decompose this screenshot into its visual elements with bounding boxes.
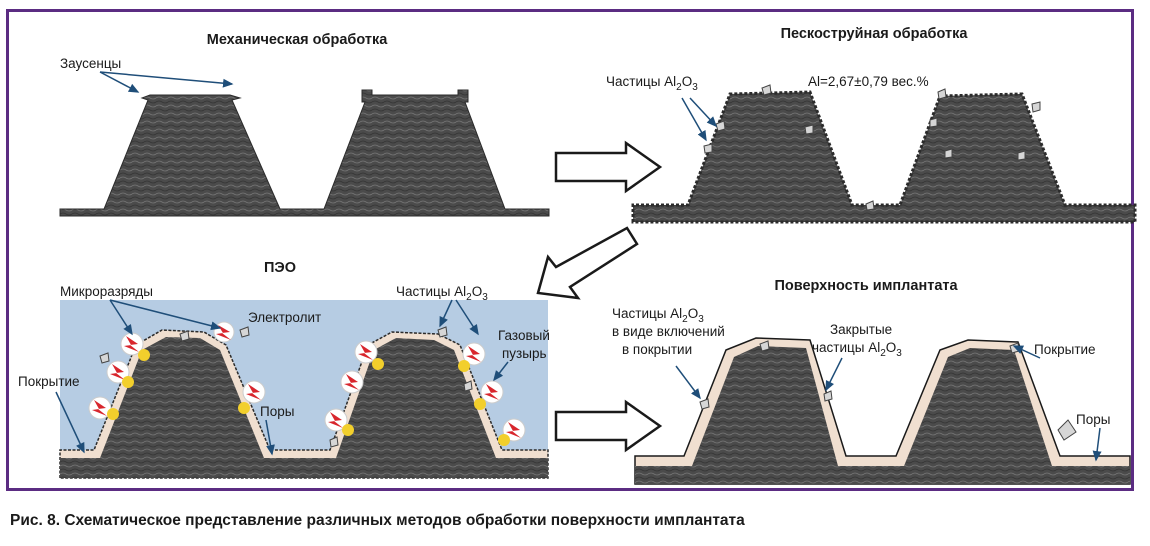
panel-mechanical: Механическая обработка Заусенцы — [59, 32, 550, 217]
thread-profile-peo — [60, 337, 548, 478]
discharge-2 — [106, 360, 134, 388]
discharge-pointer-2 — [109, 299, 222, 331]
panel-implant: Поверхность имплантата Частицы Al2O3 в в… — [612, 278, 1131, 485]
process-arrow-2 — [536, 226, 639, 300]
title-sandblast: Пескоструйная обработка — [781, 26, 969, 42]
particle-pointer-2 — [689, 97, 718, 128]
discharge-pointer-1 — [109, 299, 133, 336]
label-electrolyte: Электролит — [248, 310, 321, 325]
particle-pointer-peo-1 — [439, 299, 453, 328]
gas-bubble-pointer — [493, 361, 509, 382]
burr-pointer-left — [99, 71, 140, 93]
thread-profile-sandblast — [631, 90, 1137, 224]
label-particles-sandblast: Частицы Al2O3 — [606, 74, 698, 93]
title-implant: Поверхность имплантата — [774, 278, 958, 294]
label-gas-bubble-2: пузырь — [502, 346, 547, 361]
coating-pointer-peo — [55, 391, 85, 454]
label-al-content: Al=2,67±0,79 вес.% — [808, 74, 929, 89]
discharge-1 — [120, 332, 150, 361]
label-inclusions-1: Частицы Al2O3 — [612, 306, 704, 325]
discharge-6 — [354, 340, 384, 370]
label-pores-peo: Поры — [260, 404, 294, 419]
label-particles-peo: Частицы Al2O3 — [396, 284, 488, 303]
thread-profile-mechanical — [59, 89, 550, 217]
al2o3-particles-implant — [699, 340, 1077, 441]
discharge-9 — [458, 342, 486, 372]
label-microdischarges: Микроразряды — [60, 284, 153, 299]
panel-peo: ПЭО Микроразряды Электролит Частицы Al2O… — [18, 260, 550, 479]
thread-profile-implant — [635, 346, 1130, 484]
title-peo: ПЭО — [264, 260, 296, 276]
burr-pointer-right — [99, 71, 234, 88]
title-mechanical: Механическая обработка — [207, 32, 388, 48]
coating-pointer-implant — [1012, 345, 1041, 359]
label-gas-bubble-1: Газовый — [498, 328, 550, 343]
al2o3-particles-peo — [99, 326, 473, 448]
label-inclusions-2: в виде включений — [612, 324, 725, 339]
figure-frame — [6, 9, 1134, 491]
pores-pointer-peo — [265, 419, 275, 456]
discharge-3 — [88, 396, 119, 420]
label-inclusions-3: в покрытии — [622, 342, 692, 357]
discharge-4 — [213, 321, 235, 343]
inclusions-pointer — [675, 365, 701, 400]
particle-pointer-peo-2 — [455, 299, 479, 336]
process-arrow-3 — [554, 399, 663, 453]
discharge-11 — [498, 418, 526, 446]
figure-caption: Рис. 8. Схематическое представление разл… — [10, 512, 745, 529]
label-closed-2: частицы Al2O3 — [812, 340, 902, 359]
label-pores-implant: Поры — [1076, 412, 1110, 427]
al2o3-particles-sandblast — [703, 84, 1041, 211]
discharge-7 — [340, 370, 364, 394]
label-closed-1: Закрытые — [830, 322, 892, 337]
panel-sandblast: Пескоструйная обработка Частицы Al2O3 Al… — [606, 26, 1137, 224]
label-burrs: Заусенцы — [60, 56, 121, 71]
closed-pointer — [825, 357, 843, 392]
discharge-8 — [324, 408, 354, 436]
microdischarge-group — [88, 321, 526, 446]
discharge-10 — [474, 380, 504, 410]
discharge-5 — [238, 380, 266, 414]
label-coating-peo: Покрытие — [18, 374, 80, 389]
particle-pointer-1 — [681, 97, 707, 142]
process-arrow-1 — [554, 140, 663, 194]
label-coating-implant: Покрытие — [1034, 342, 1096, 357]
pores-pointer-implant — [1092, 427, 1102, 462]
